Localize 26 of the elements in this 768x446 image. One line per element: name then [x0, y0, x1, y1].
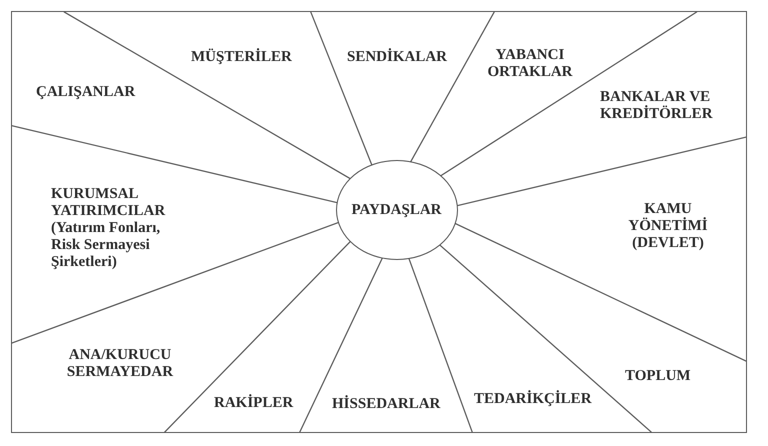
stakeholder-label: ANA/KURUCU SERMAYEDAR	[66, 347, 174, 381]
divider-line	[439, 244, 652, 433]
outer-frame	[11, 11, 747, 433]
stakeholder-label: TOPLUM	[625, 368, 691, 385]
divider-line	[440, 11, 698, 176]
stakeholder-label: KURUMSAL YATIRIMCILAR (Yatırım Fonları, Risk Sermayesi Şirketleri)	[51, 186, 166, 271]
stakeholder-label: YABANCI ORTAKLAR	[486, 47, 574, 81]
divider-line	[454, 222, 747, 362]
divider-line	[12, 125, 338, 204]
divider-line	[164, 240, 351, 433]
divider-line	[310, 12, 372, 166]
stakeholder-label: RAKİPLER	[214, 395, 294, 412]
stakeholder-label: MÜŞTERİLER	[191, 49, 292, 66]
stakeholder-label: BANKALAR VE KREDİTÖRLER	[600, 89, 714, 123]
divider-line	[12, 222, 339, 344]
stakeholder-label: TEDARİKÇİLER	[474, 391, 592, 408]
stakeholder-label: KAMU YÖNETİMİ (DEVLET)	[627, 201, 709, 252]
node-label: PAYDAŞLAR	[351, 200, 442, 218]
divider-line	[456, 136, 746, 206]
stakeholder-label: HİSSEDARLAR	[332, 396, 440, 413]
stakeholder-label: SENDİKALAR	[347, 49, 448, 66]
stakeholder-label: ÇALIŞANLAR	[36, 84, 136, 101]
divider-line	[408, 258, 473, 432]
divider-line	[410, 12, 495, 162]
divider-line	[299, 258, 383, 433]
divider-line	[64, 11, 351, 180]
